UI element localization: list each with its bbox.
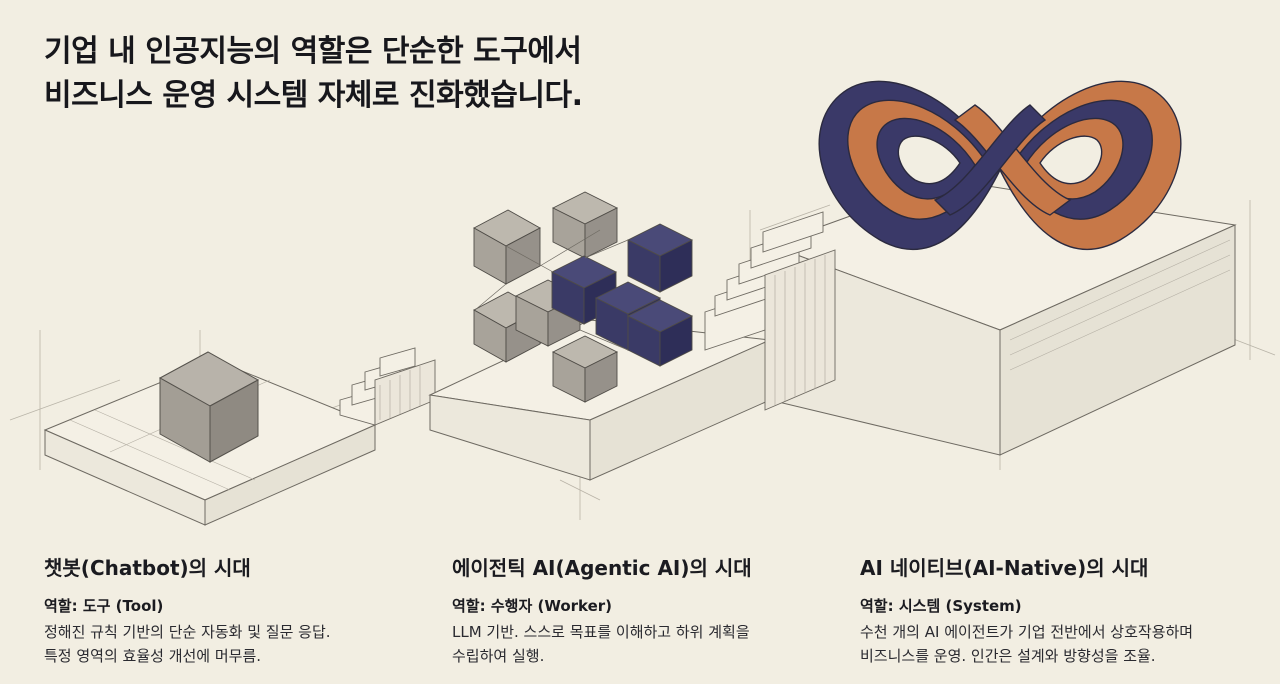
era-role-label: 역할: [452, 597, 486, 615]
era-role-value: 도구 (Tool) [82, 597, 164, 615]
staircase-illustration [9, 80, 1276, 526]
headline: 기업 내 인공지능의 역할은 단순한 도구에서 비즈니스 운영 시스템 자체로 … [44, 30, 583, 118]
era-title: 에이전틱 AI(Agentic AI)의 시대 [452, 556, 752, 580]
era-role: 역할: 도구 (Tool) [44, 595, 444, 616]
era-description: LLM 기반. 스스로 목표를 이해하고 하위 계획을 수립하여 실행. [452, 620, 852, 668]
headline-line-2: 비즈니스 운영 시스템 자체로 진화했습니다. [44, 78, 583, 113]
era-desc-line: 수천 개의 AI 에이전트가 기업 전반에서 상호작용하며 [860, 623, 1194, 641]
headline-line-1: 기업 내 인공지능의 역할은 단순한 도구에서 [44, 34, 582, 69]
era-role-value: 수행자 (Worker) [490, 597, 613, 615]
era-description: 수천 개의 AI 에이전트가 기업 전반에서 상호작용하며 비즈니스를 운영. … [860, 620, 1260, 668]
worker-cubes [473, 191, 694, 403]
era-title: 챗봇(Chatbot)의 시대 [44, 556, 251, 580]
era-desc-line: LLM 기반. 스스로 목표를 이해하고 하위 계획을 [452, 623, 750, 641]
tool-cube [158, 351, 260, 463]
platform-native [768, 179, 1237, 456]
era-role-label: 역할: [44, 597, 78, 615]
era-description: 정해진 규칙 기반의 단순 자동화 및 질문 응답. 특정 영역의 효율성 개선… [44, 620, 444, 668]
era-desc-line: 정해진 규칙 기반의 단순 자동화 및 질문 응답. [44, 623, 331, 641]
era-agentic: 에이전틱 AI(Agentic AI)의 시대 역할: 수행자 (Worker)… [452, 552, 852, 668]
era-title: AI 네이티브(AI-Native)의 시대 [860, 556, 1149, 580]
era-desc-line: 비즈니스를 운영. 인간은 설계와 방향성을 조율. [860, 647, 1156, 665]
stairs-agentic-to-native [704, 211, 836, 411]
era-desc-line: 수립하여 실행. [452, 647, 545, 665]
era-role-label: 역할: [860, 597, 894, 615]
era-role: 역할: 시스템 (System) [860, 595, 1260, 616]
era-native: AI 네이티브(AI-Native)의 시대 역할: 시스템 (System) … [860, 552, 1260, 668]
era-chatbot: 챗봇(Chatbot)의 시대 역할: 도구 (Tool) 정해진 규칙 기반의… [44, 552, 444, 668]
era-role-value: 시스템 (System) [898, 597, 1022, 615]
era-desc-line: 특정 영역의 효율성 개선에 머무름. [44, 647, 262, 665]
infinity-system [818, 80, 1182, 251]
era-role: 역할: 수행자 (Worker) [452, 595, 852, 616]
stairs-chatbot-to-agentic [339, 347, 436, 426]
